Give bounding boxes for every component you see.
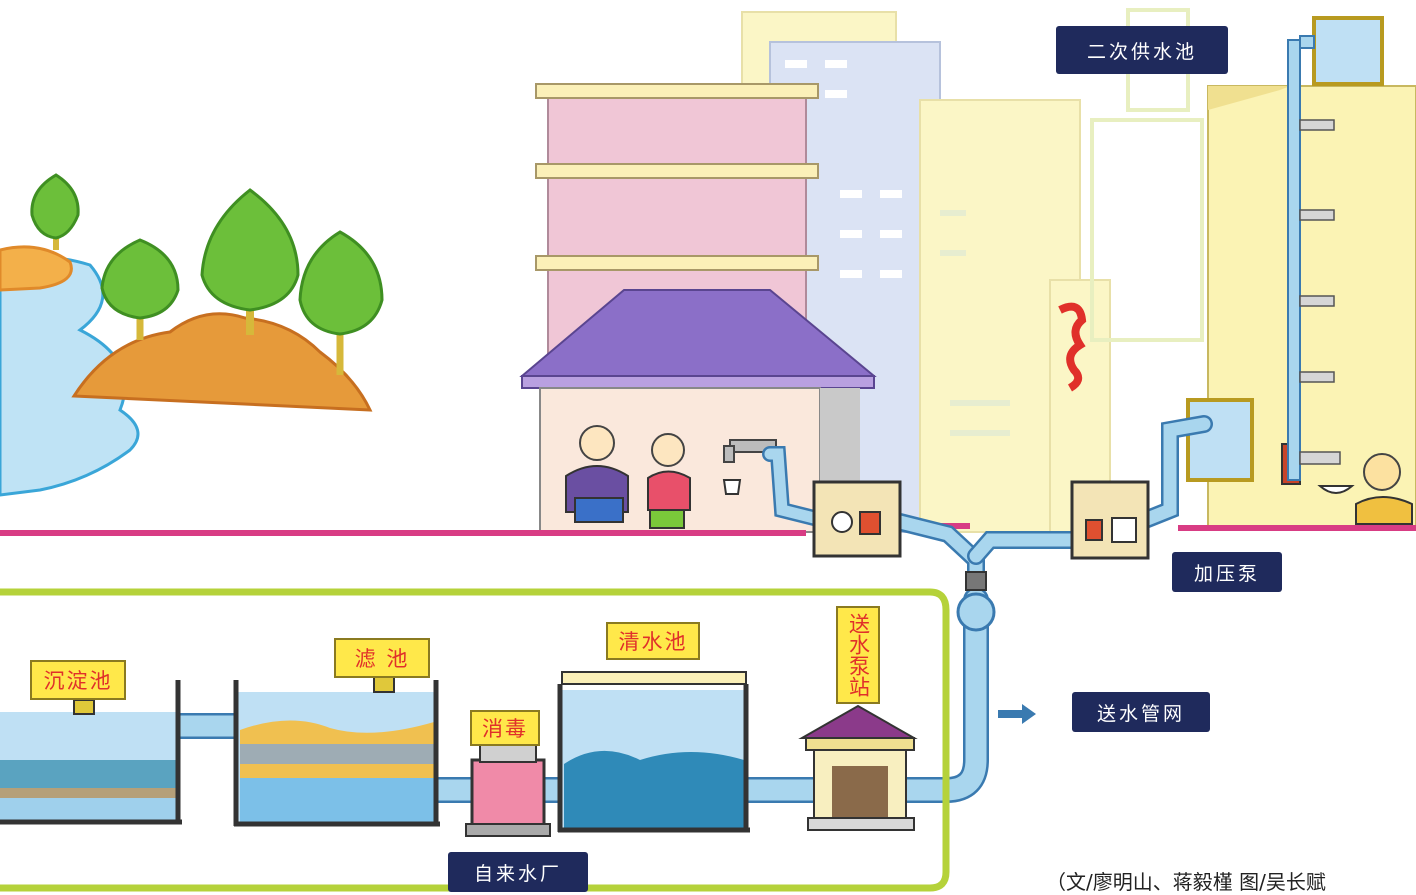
disinfection-unit [465, 743, 551, 837]
filter-tank-sign: 滤 池 [334, 638, 430, 678]
lake-and-hills [0, 173, 384, 497]
clear-water-tank [557, 671, 750, 833]
sedimentation-tank [0, 680, 182, 825]
apartment-building [519, 83, 877, 533]
booster-pump-unit [1070, 480, 1150, 560]
waterworks-label: 自来水厂 [448, 852, 588, 892]
booster-pump-label: 加压泵 [1172, 552, 1282, 592]
pump-unit-left [812, 480, 902, 558]
credit-text: （文/廖明山、蒋毅槿 图/吴长赋 [1046, 870, 1326, 894]
tree [30, 173, 80, 250]
arrow-icon [998, 704, 1036, 724]
tree [200, 188, 300, 335]
waterworks-boundary [0, 588, 950, 892]
tree [298, 230, 384, 375]
tree [100, 238, 180, 340]
high-rise-with-tank [1186, 16, 1416, 527]
filter-tank [233, 675, 440, 827]
pump-station [798, 704, 918, 831]
delivery-network-label: 送水管网 [1072, 692, 1210, 732]
sedimentation-tank-sign: 沉淀池 [30, 660, 126, 700]
clear-water-tank-sign: 清水池 [606, 622, 700, 660]
disinfection-sign: 消毒 [470, 710, 540, 746]
secondary-tank-label: 二次供水池 [1056, 26, 1228, 74]
pump-station-sign: 送水泵站 [836, 606, 880, 704]
